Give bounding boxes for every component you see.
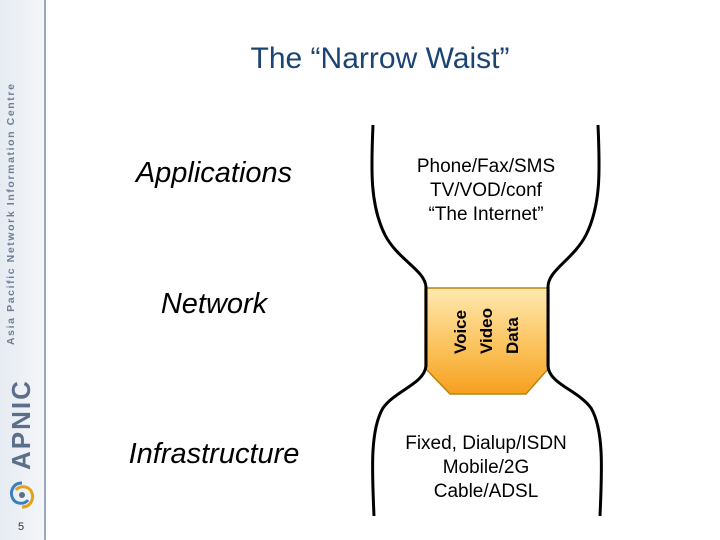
top-block-line: Phone/Fax/SMS <box>416 156 556 177</box>
layer-network: Network <box>160 288 268 320</box>
top-block-line: “The Internet” <box>428 204 544 225</box>
bottom-block: Fixed, Dialup/ISDN Mobile/2G Cable/ADSL <box>366 432 606 504</box>
bottom-block-line: Fixed, Dialup/ISDN <box>405 433 567 454</box>
sidebar-divider <box>44 0 46 540</box>
top-block: Phone/Fax/SMS TV/VOD/conf “The Internet” <box>366 155 606 227</box>
layer-applications: Applications <box>135 157 293 189</box>
page-number: 5 <box>18 521 25 533</box>
bottom-block-line: Cable/ADSL <box>433 481 539 502</box>
apnic-swirl-icon <box>9 481 35 509</box>
sidebar <box>0 0 44 540</box>
layer-infrastructure: Infrastructure <box>128 438 300 470</box>
waist-labels: Voice Video Data <box>448 274 526 354</box>
hourglass-left-curve <box>370 124 428 517</box>
hourglass-right-curve <box>546 124 603 517</box>
waist-label-video: Video <box>477 308 496 354</box>
top-block-line: TV/VOD/conf <box>430 180 542 201</box>
bottom-block-line: Mobile/2G <box>442 457 530 478</box>
page-title: The “Narrow Waist” <box>250 42 510 75</box>
waist-label-voice: Voice <box>451 309 470 354</box>
waist-label-data: Data <box>503 317 522 354</box>
